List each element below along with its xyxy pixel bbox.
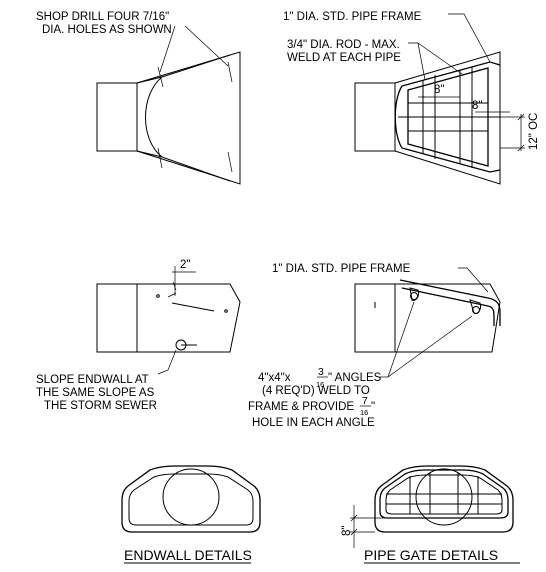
pipe-gate-side-view (354, 267, 501, 378)
slope-note-line3: THE STORM SEWER (44, 400, 157, 412)
pipe-frame-note-top: 1" DIA. STD. PIPE FRAME (283, 11, 422, 23)
pipe-frame-note-side: 1" DIA. STD. PIPE FRAME (272, 263, 411, 275)
endwall-details-title: ENDWALL DETAILS (124, 547, 252, 563)
rod-note-line1: 3/4" DIA. ROD - MAX. (287, 39, 400, 51)
dimension-8in-b: 8" (472, 100, 482, 112)
endwall-front-view (121, 465, 261, 533)
angles-line2: (4 REQ'D) WELD TO (262, 385, 370, 397)
hole-frac-num: 7 (362, 395, 368, 407)
angles-frac-num: 3 (318, 366, 324, 378)
dimension-8in-a: 8" (434, 84, 444, 96)
angles-line4: HOLE IN EACH ANGLE (252, 417, 375, 429)
angles-line3-b: " (371, 401, 375, 413)
angles-frac-den: 16 (316, 380, 324, 389)
endwall-plan-pipe (96, 82, 138, 152)
dimension-8in-vertical: 8" (341, 526, 353, 536)
angles-line1-b: " ANGLES (328, 372, 382, 384)
pipe-gate-plan-view (354, 13, 525, 185)
slope-note-line1: SLOPE ENDWALL AT (36, 374, 149, 386)
svg-text:4"x4"x: 4"x4"x (258, 372, 291, 384)
angles-line1-a: 4"x4"x (258, 372, 291, 384)
endwall-plan-wings (136, 51, 241, 185)
endwall-side-view (96, 266, 241, 375)
pipe-gate-details-title: PIPE GATE DETAILS (364, 547, 498, 563)
slope-note-line2: THE SAME SLOPE AS (36, 387, 155, 399)
shop-drill-note-line2: DIA. HOLES AS SHOWN (42, 24, 172, 36)
endwall-plan-curve (145, 76, 163, 158)
shop-drill-note-line1: SHOP DRILL FOUR 7/16" (36, 11, 169, 23)
dimension-12in-oc: 12" OC (528, 113, 540, 150)
hole-frac-den: 16 (360, 408, 368, 417)
endwall-plan-view (96, 25, 241, 185)
dimension-2in: 2" (180, 259, 190, 271)
angles-line3-a: FRAME & PROVIDE (248, 401, 354, 413)
pipe-gate-front-view (350, 465, 514, 548)
angles-note: 4"x4"x 3 16 " ANGLES (4 REQ'D) WELD TO F… (248, 366, 382, 429)
rod-note-line2: WELD AT EACH PIPE (287, 52, 401, 64)
